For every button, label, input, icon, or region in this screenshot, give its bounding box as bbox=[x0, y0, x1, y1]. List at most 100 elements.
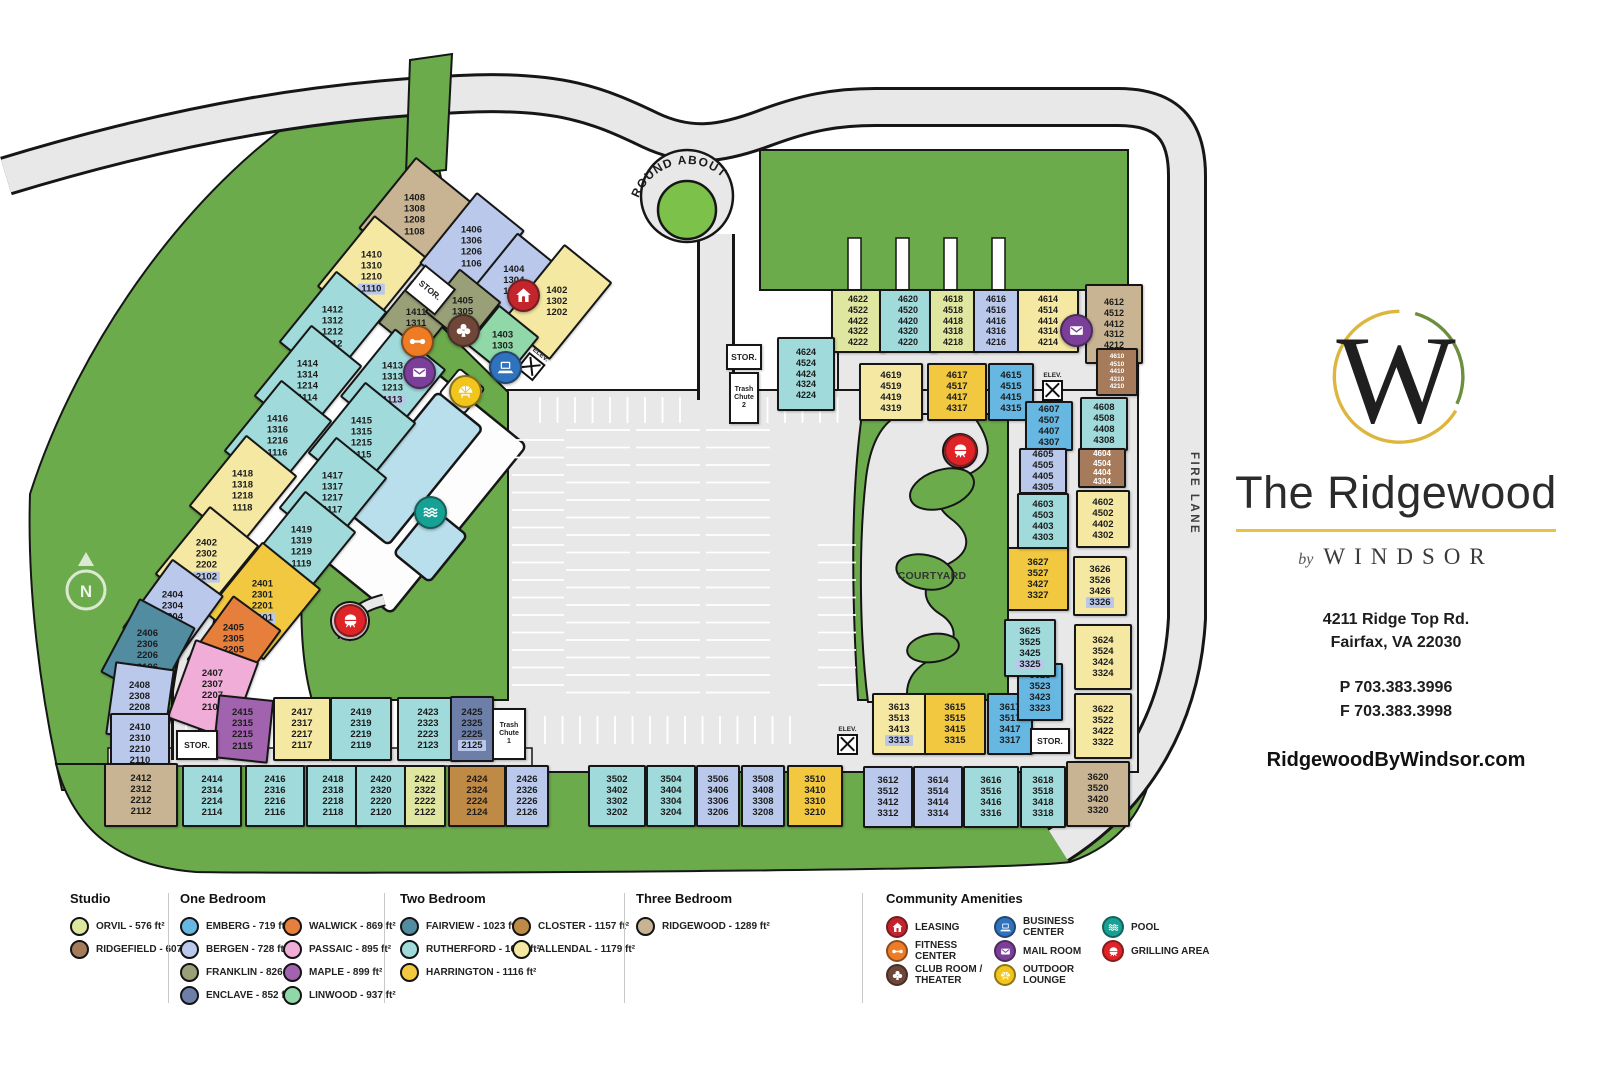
unit-number: 3324 bbox=[1092, 668, 1114, 680]
unit-number: 3206 bbox=[707, 807, 729, 819]
legend-item-walwick: WALWICK - 869 ft² bbox=[283, 915, 396, 938]
enclave-swatch bbox=[180, 986, 199, 1005]
unit-number: 4418 bbox=[942, 315, 964, 326]
grill-marker-icon bbox=[333, 603, 367, 637]
unit-number: 4312 bbox=[1103, 329, 1125, 340]
unit-number: 4405 bbox=[1032, 471, 1054, 482]
unit-number: 2414 bbox=[201, 773, 223, 785]
legend-item-enclave: ENCLAVE - 852 ft² bbox=[180, 984, 291, 1007]
amenity-item-fitness: FITNESS CENTER bbox=[886, 939, 994, 963]
unit-number: 2120 bbox=[370, 807, 392, 819]
unit-number: 3325 bbox=[1016, 659, 1044, 671]
unit-number: 3525 bbox=[1019, 636, 1041, 648]
address-line1: 4211 Ridge Top Rd. bbox=[1322, 611, 1470, 628]
lounge-icon bbox=[994, 964, 1016, 986]
elevator-x-icon bbox=[837, 734, 858, 755]
unit-number: 1306 bbox=[461, 235, 483, 247]
legend-divider bbox=[384, 893, 385, 1003]
unit-number: 2406 bbox=[137, 627, 159, 639]
unit-number: 4214 bbox=[1037, 336, 1059, 347]
unit-number: 4307 bbox=[1038, 437, 1060, 449]
unit-number: 3614 bbox=[927, 774, 949, 786]
unit-number: 3514 bbox=[927, 785, 949, 797]
unit-number: 2208 bbox=[129, 701, 151, 713]
unit-number: 3527 bbox=[1027, 567, 1049, 579]
unit-number: 1216 bbox=[267, 435, 289, 447]
unit-number: 2114 bbox=[201, 807, 223, 819]
unit-number: 1317 bbox=[322, 481, 344, 493]
unit-number: 2110 bbox=[129, 755, 151, 767]
unit-number: 3504 bbox=[660, 773, 682, 785]
courtyard-lawn-2 bbox=[895, 553, 955, 591]
unit-number: 2206 bbox=[137, 649, 159, 661]
legend-item-label: RUTHERFORD - 1054 ft² bbox=[426, 944, 540, 955]
amenity-item-grill: GRILLING AREA bbox=[1102, 939, 1210, 963]
unit-number: 4605 bbox=[1032, 448, 1054, 460]
unit-number: 4603 bbox=[1032, 498, 1054, 510]
legend-item-emberg: EMBERG - 719 ft² bbox=[180, 915, 288, 938]
legend-item-franklin: FRANKLIN - 826 ft² bbox=[180, 961, 295, 984]
legend-item-label: ALLENDAL - 1179 ft² bbox=[538, 944, 636, 955]
unit-number: 3415 bbox=[944, 724, 966, 735]
unit-number: 1206 bbox=[461, 246, 483, 258]
website-link[interactable]: RidgewoodByWindsor.com bbox=[1266, 748, 1526, 771]
unit-number: 4305 bbox=[1032, 482, 1054, 494]
unit-number: 2212 bbox=[130, 795, 152, 806]
amenity-item-lounge: OUTDOOR LOUNGE bbox=[994, 963, 1102, 987]
unit-number: 4608 bbox=[1093, 401, 1115, 413]
legend-columns: RIDGEWOOD - 1289 ft² bbox=[636, 915, 770, 938]
unit-number: 1218 bbox=[232, 490, 254, 502]
unit-number: 3317 bbox=[999, 735, 1021, 747]
unit-number: 3306 bbox=[707, 796, 729, 807]
leasing-marker-icon bbox=[506, 278, 540, 312]
unit-number: 3420 bbox=[1087, 794, 1109, 805]
unit-number: 4303 bbox=[1032, 532, 1054, 544]
legend-item-label: MAPLE - 899 ft² bbox=[309, 967, 383, 978]
unit-number: 4417 bbox=[946, 392, 968, 403]
unit-number: 3510 bbox=[804, 773, 826, 785]
unit-number: 4620 bbox=[897, 294, 919, 305]
unit-number: 3308 bbox=[752, 796, 774, 807]
unit-number: 4604 bbox=[1093, 449, 1111, 459]
unit-number: 4512 bbox=[1103, 308, 1125, 319]
legend-item-label: CLOSTER - 1157 ft² bbox=[538, 921, 630, 932]
leasing-icon bbox=[886, 916, 908, 938]
unit-number: 1418 bbox=[232, 468, 254, 480]
unit-number: 4416 bbox=[985, 315, 1007, 326]
unit-number: 3515 bbox=[944, 712, 966, 724]
unit-number: 3624 bbox=[1092, 634, 1114, 646]
unit-number: 4514 bbox=[1037, 305, 1059, 316]
unit-number: 3326 bbox=[1086, 597, 1114, 609]
legend-item-label: WALWICK - 869 ft² bbox=[309, 921, 396, 932]
unit-number: 3426 bbox=[1089, 586, 1111, 597]
unit-number: 1316 bbox=[267, 424, 289, 436]
unit-number: 2324 bbox=[466, 784, 488, 796]
legend-item-label: LINWOOD - 937 ft² bbox=[309, 990, 396, 1001]
unit-number: 2216 bbox=[264, 796, 286, 807]
unit-number: 2422 bbox=[414, 773, 436, 785]
unit-number: 3327 bbox=[1027, 590, 1049, 602]
unit-number: 3417 bbox=[999, 724, 1021, 735]
unit-number: 2408 bbox=[129, 679, 151, 691]
unit-number: 2116 bbox=[264, 807, 286, 819]
